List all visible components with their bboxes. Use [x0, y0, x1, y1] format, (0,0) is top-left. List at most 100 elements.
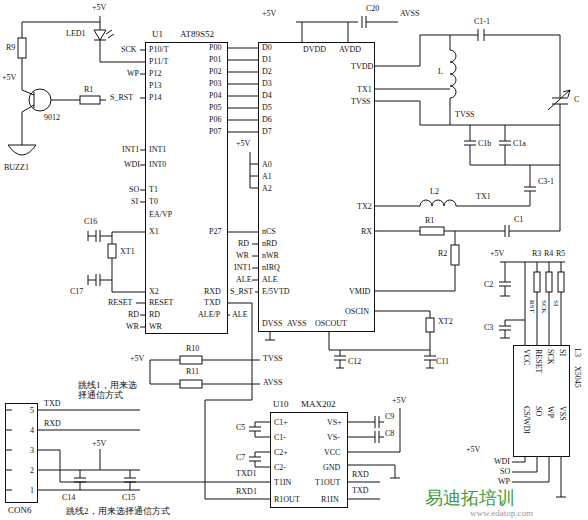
chip-box: U10MAX202C1+C1-C2+C2-T1INR1OUTVS+VS-VCCG… — [270, 412, 348, 508]
signal-label: ALE — [236, 276, 252, 284]
pin-label: SO — [534, 406, 542, 416]
signal-label: SCK — [121, 46, 137, 54]
pin-label: P00 — [209, 44, 221, 52]
signal-label: ALE — [232, 311, 248, 319]
pin-label: SCK — [546, 349, 554, 365]
signal-label: SI — [552, 300, 559, 306]
pullup-wires — [150, 360, 260, 384]
signal-label: +5V — [262, 10, 276, 18]
signal-label: WP — [127, 70, 139, 78]
signal-label: TX1 — [476, 193, 491, 201]
resistor-symbol — [18, 38, 26, 58]
pin-label: D3 — [262, 80, 272, 88]
signal-label: TVSS — [263, 355, 283, 363]
led-circuit — [22, 16, 145, 140]
signal-label: WP — [498, 478, 510, 486]
signal-label: +5V — [92, 440, 106, 448]
pin-label: P04 — [209, 92, 221, 100]
pin-label: D2 — [262, 68, 272, 76]
signal-label: C — [574, 96, 579, 104]
signal-label: BUZZ1 — [4, 164, 29, 172]
pin-label: EA/VP — [149, 211, 172, 219]
pin-label: 4 — [30, 427, 34, 435]
pin-label: T1OUT — [315, 479, 340, 487]
signal-label: C2 — [484, 281, 493, 289]
signal-label: R5 — [556, 250, 565, 258]
pin-label: ALE — [262, 276, 278, 284]
pin-label: TVSS — [351, 98, 371, 106]
pin-label: A1 — [262, 173, 272, 181]
signal-label: R2 — [438, 250, 447, 258]
signal-label: AVSS — [263, 379, 282, 387]
pin-label: X5045 — [573, 366, 581, 388]
signal-label: 跳线2，用来选择通信方式 — [66, 507, 170, 516]
signal-label: C9 — [385, 413, 394, 421]
pin-label: P13 — [149, 82, 161, 90]
signal-label: +5V — [2, 74, 16, 82]
signal-label: SCK — [540, 300, 547, 314]
pin-label: INT0 — [149, 161, 166, 169]
signal-label: C1b — [478, 140, 491, 148]
signal-label: WDI — [494, 458, 510, 466]
pin-label: AVDD — [339, 46, 361, 54]
signal-label: RXD1 — [236, 488, 257, 496]
signal-label: WR — [126, 323, 139, 331]
pin-label: CS/WDI — [522, 406, 530, 434]
signal-label: R9 — [6, 44, 15, 52]
signal-label: SO — [500, 468, 510, 476]
chip-box: L3X5045VCCRESETSCKSICS/WDISOWPVSS — [513, 345, 570, 457]
resistor-symbol — [420, 227, 444, 235]
pin-label: VMID — [349, 288, 370, 296]
signal-label: RXD — [44, 420, 61, 428]
signal-label: TXD1 — [236, 470, 256, 478]
pin-label: T0 — [149, 198, 158, 206]
pin-label: 5 — [30, 407, 34, 415]
pin-label: RESET — [534, 349, 542, 373]
pin-label: VSS — [558, 406, 566, 421]
pin-label: 2 — [30, 467, 34, 475]
pin-label: L3 — [573, 348, 581, 357]
signal-label: AVSS — [400, 10, 419, 18]
pin-label: RXD — [204, 288, 221, 296]
pin-label: RESET — [149, 299, 173, 307]
pin-label: X1 — [149, 228, 159, 236]
signal-label: C7 — [236, 454, 245, 462]
wire — [228, 48, 258, 49]
wire — [38, 450, 270, 482]
pin-label: P27 — [209, 228, 221, 236]
chip-box: DVDDAVDDD0D1D2D3D4D5D6D7A0A1A2nCSnRDnWRn… — [258, 42, 375, 332]
pin-label: MAX202 — [301, 400, 336, 409]
pin-label: A0 — [262, 161, 272, 169]
signal-label: C5 — [236, 424, 245, 432]
pin-label: D1 — [262, 56, 272, 64]
pin-label: 3 — [30, 447, 34, 455]
pin-label: X2 — [149, 288, 159, 296]
signal-label: C16 — [84, 218, 97, 226]
signal-label: 易迪拓培训 — [425, 489, 515, 507]
signal-label: L — [438, 68, 443, 76]
signal-label: SO — [129, 186, 139, 194]
pin-label: nIRQ — [262, 264, 280, 272]
pin-label: D7 — [262, 128, 272, 136]
wire — [205, 303, 270, 499]
signal-label: R11 — [186, 368, 199, 376]
pin-label: SI — [558, 349, 566, 356]
signal-label: 9012 — [44, 114, 60, 122]
signal-label: RESET — [108, 299, 132, 307]
signal-label: TXD — [352, 487, 368, 495]
pin-label: nWR — [262, 252, 279, 260]
crystal-symbol — [426, 318, 434, 332]
pin-label: nCS — [262, 228, 276, 236]
pin-label: VS- — [327, 434, 340, 442]
signal-label: +5V — [490, 250, 504, 258]
pin-label: D0 — [262, 44, 272, 52]
signal-label: C3-1 — [538, 178, 554, 186]
signal-label: C1 — [514, 216, 523, 224]
resistor-symbol — [180, 356, 202, 364]
pin-label: P11/T — [149, 58, 168, 66]
pin-label: C2- — [274, 464, 286, 472]
signal-label: XT2 — [438, 318, 453, 326]
signal-label: C8 — [385, 430, 394, 438]
